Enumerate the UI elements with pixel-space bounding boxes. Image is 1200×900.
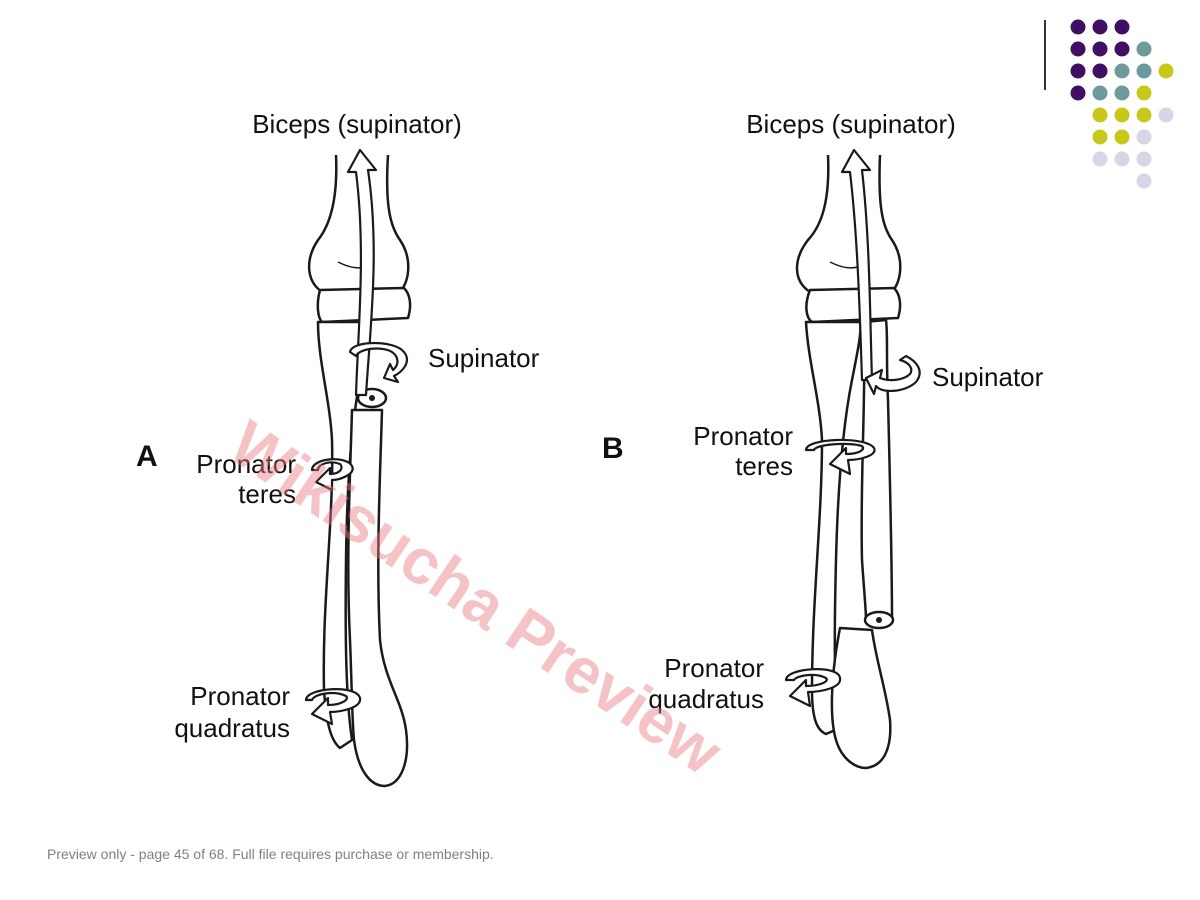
panel-letter-a: A [136,440,158,473]
watermark: Wikisucha Preview [217,407,735,789]
decorative-dot [1070,63,1086,79]
decorative-dot [1158,63,1174,79]
pronator-teres-label-a-2: teres [238,479,296,509]
biceps-label-a: Biceps (supinator) [252,109,462,139]
decorative-dot [1092,63,1108,79]
decorative-dot [1158,107,1174,123]
panel-a: Biceps (supinator) Supinator A Pronator … [136,109,540,788]
panel-letter-b: B [602,432,624,465]
pronator-quadratus-arrow-a [304,688,362,726]
biceps-arrow-b [840,148,874,382]
decorative-dot [1114,63,1130,79]
decorative-dot [1092,107,1108,123]
radius-distal-b [830,626,892,770]
decorative-dot [1070,19,1086,35]
decorative-dot [1092,19,1108,35]
decorative-dot-grid [1070,19,1174,189]
decorative-dot [1070,41,1086,57]
pronator-quadratus-label-a-2: quadratus [174,713,290,743]
biceps-arrow-a [346,148,378,397]
decorative-dot [1092,151,1108,167]
biceps-label-b: Biceps (supinator) [746,109,956,139]
decorative-dot [1136,129,1152,145]
pronator-quadratus-label-a-1: Pronator [190,681,290,711]
panel-b: Biceps (supinator) Supinator B Pronator … [602,109,1044,770]
pronator-teres-label-a-1: Pronator [196,449,296,479]
decorative-dot [1136,151,1152,167]
supinator-label-a: Supinator [428,343,540,373]
decorative-dot [1136,107,1152,123]
supinator-label-b: Supinator [932,362,1044,392]
decorative-dot [1092,129,1108,145]
decorative-dot [1114,41,1130,57]
footer-text: Preview only - page 45 of 68. Full file … [47,846,494,862]
radius-bone-a [347,408,409,788]
decorative-dot [1136,85,1152,101]
decorative-dot [1114,129,1130,145]
decorative-dot [1114,107,1130,123]
decorative-dot [1114,19,1130,35]
decorative-dot [1136,63,1152,79]
elbow-joint-b [805,286,902,324]
pronator-quadratus-arrow-b [784,668,842,708]
decorative-dot [1092,85,1108,101]
decorative-divider [1044,20,1046,90]
decorative-dot [1114,151,1130,167]
decorative-dot [1092,41,1108,57]
pronator-teres-arrow-b [804,438,876,476]
decorative-dot [1114,85,1130,101]
ulna-bone-a [316,320,372,750]
decorative-dot [1070,85,1086,101]
supinator-arrow-a [348,342,409,384]
pronator-quadratus-label-b-1: Pronator [664,653,764,683]
humerus-bone-b [795,154,902,294]
pronator-quadratus-label-b-2: quadratus [648,684,764,714]
supinator-arrow-b [864,354,921,396]
decorative-dot [1136,173,1152,189]
pronator-teres-label-b-2: teres [735,451,793,481]
decorative-dot [1136,41,1152,57]
pronator-teres-arrow-a [310,458,354,492]
pronator-teres-label-b-1: Pronator [693,421,793,451]
